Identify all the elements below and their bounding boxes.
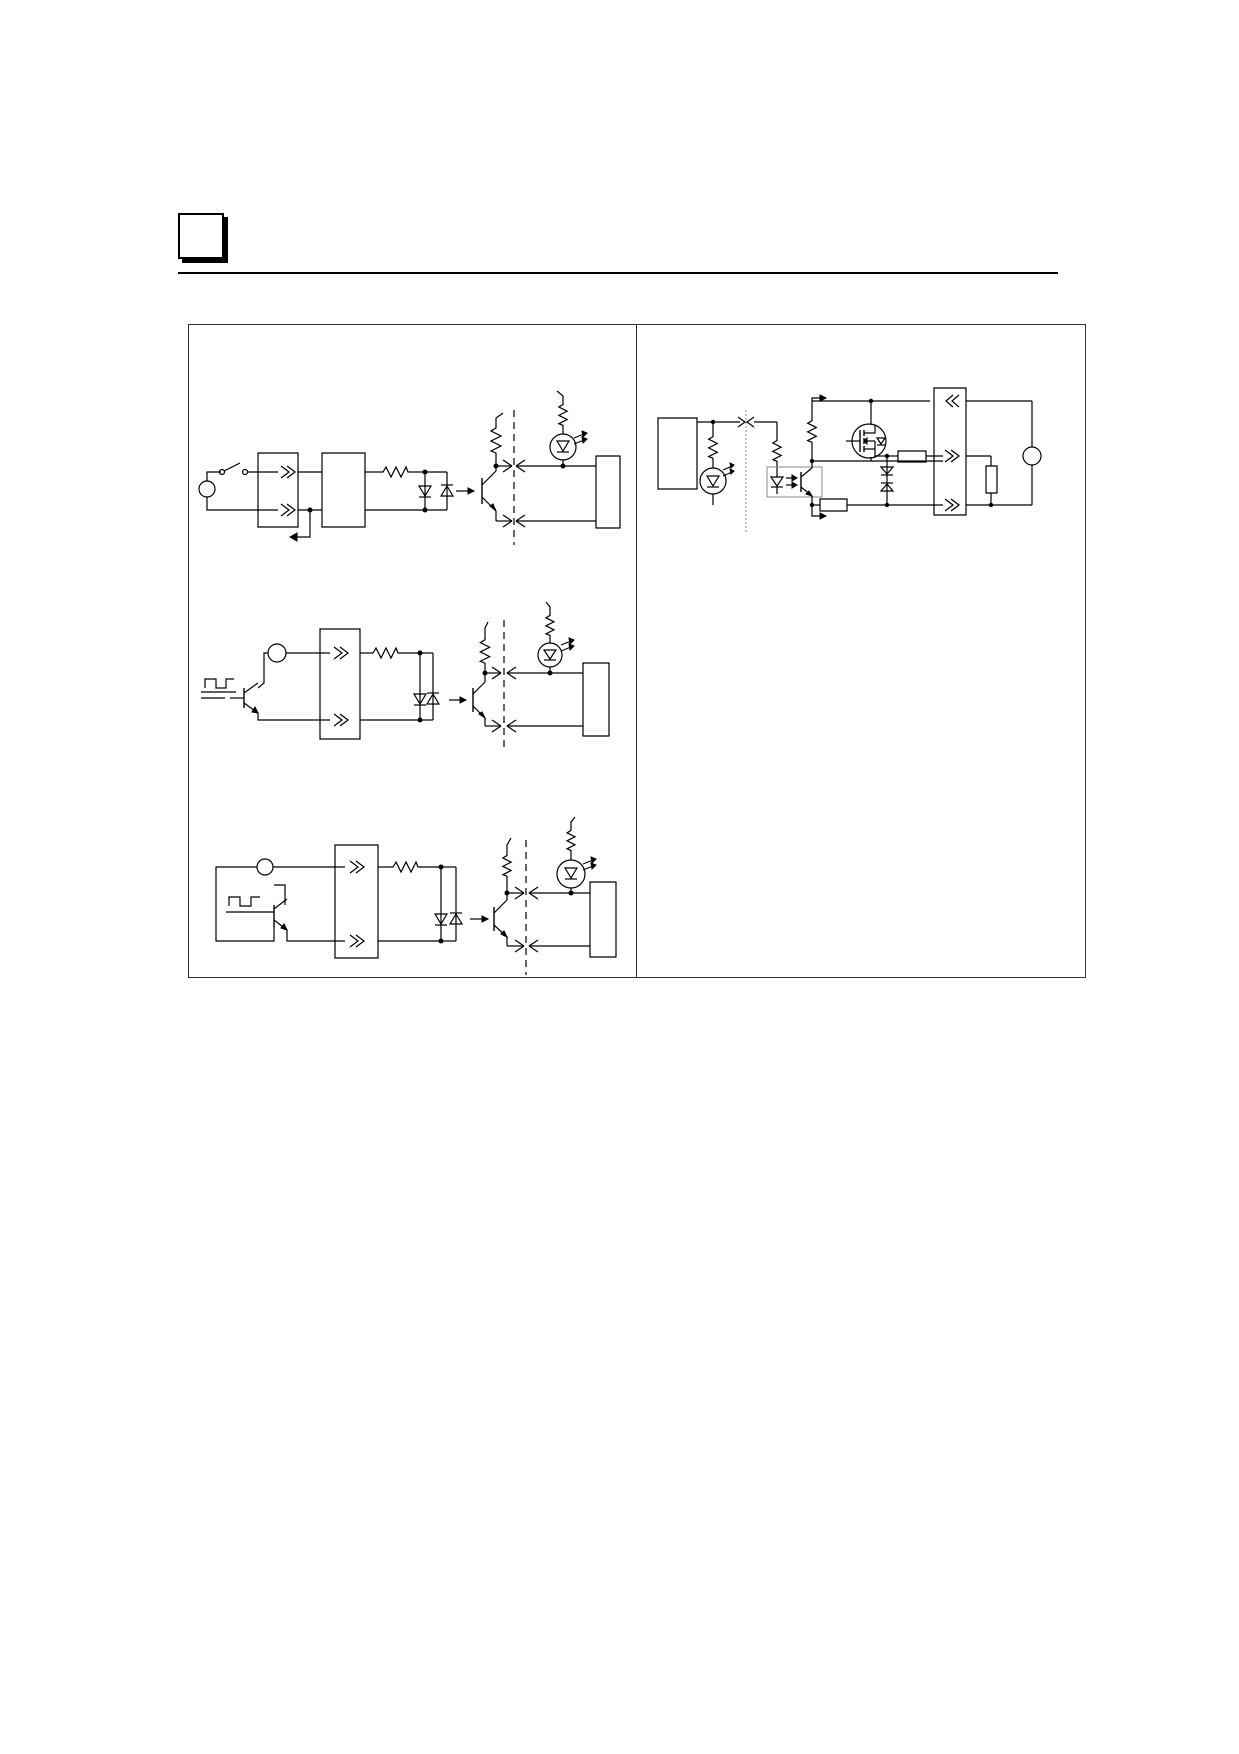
dc-source-icon (268, 644, 286, 662)
diode-icon (450, 914, 462, 924)
logic-block (658, 418, 697, 489)
panel-input-pulse-source (216, 817, 616, 975)
output-module (583, 663, 609, 736)
output-module (590, 882, 616, 957)
diagram-frame (188, 324, 1086, 978)
zener-diode-icon (881, 467, 893, 474)
diode-icon (435, 914, 447, 924)
connector-block (934, 388, 966, 515)
diode-icon (419, 486, 431, 496)
led-indicator-icon (550, 434, 576, 460)
led-indicator-icon (557, 860, 585, 888)
connector-block (335, 845, 378, 958)
chapter-marker-box (178, 213, 224, 259)
panel-input-contact-switch (199, 391, 620, 545)
led-indicator-icon (538, 643, 562, 667)
panel-input-npn-pulse (201, 602, 609, 752)
dc-source-icon (257, 859, 273, 875)
ground-arrow-icon (290, 533, 297, 541)
dc-source-icon (199, 481, 215, 497)
switch-icon (220, 470, 225, 475)
header-rule (178, 272, 1058, 274)
resistor-block (820, 499, 847, 511)
filter-block (322, 453, 365, 527)
diode-icon (427, 694, 439, 704)
dc-source-icon (1023, 447, 1041, 465)
output-module (596, 456, 620, 528)
frame-divider (636, 324, 637, 978)
resistor-block (898, 451, 926, 462)
led-indicator-icon (700, 468, 726, 494)
connector-block (258, 453, 298, 527)
load-icon (986, 466, 997, 493)
pulse-signal-icon (229, 897, 260, 906)
optocoupler (767, 467, 822, 497)
diode-icon (771, 477, 783, 486)
panel-output-mosfet (658, 388, 1041, 532)
diode-icon (441, 486, 453, 496)
pulse-signal-icon (205, 679, 234, 688)
connector-block (320, 629, 360, 739)
zener-diode-icon (881, 484, 893, 491)
diode-icon (414, 694, 426, 704)
